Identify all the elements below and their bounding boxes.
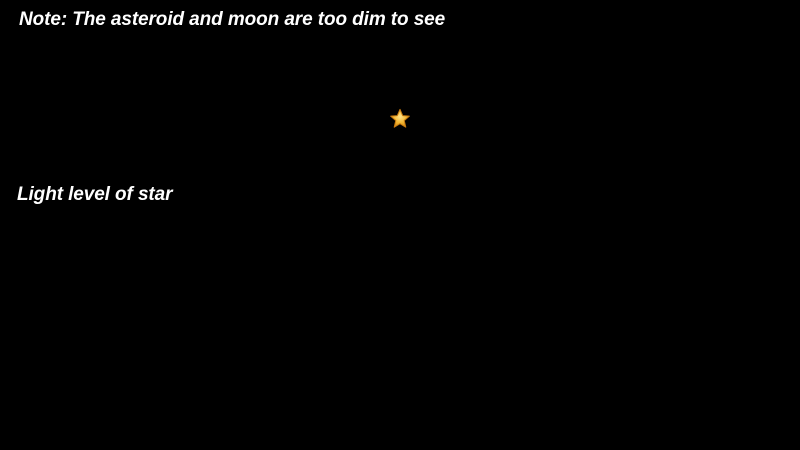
star-shape	[390, 108, 410, 128]
note-text: Note: The asteroid and moon are too dim …	[19, 9, 446, 30]
light-level-label: Light level of star	[17, 184, 173, 205]
star-icon	[389, 108, 411, 130]
